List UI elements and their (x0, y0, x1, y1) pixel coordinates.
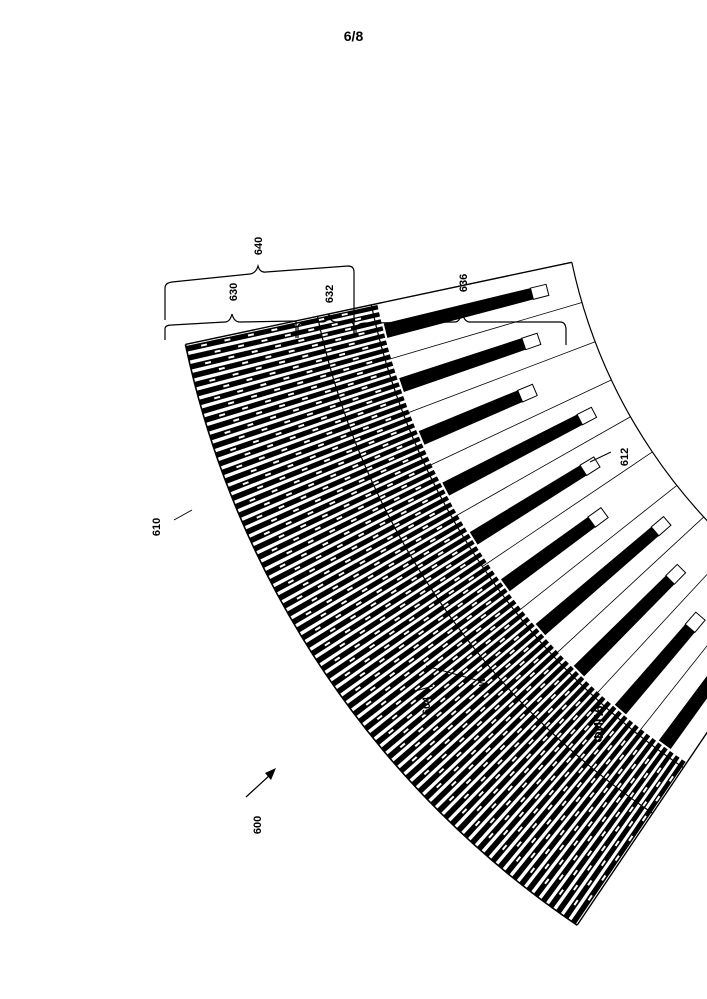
label-612: 612 (619, 448, 631, 466)
label-610: 610 (151, 518, 163, 536)
channel-bar (419, 390, 523, 444)
channel-bar (384, 288, 534, 338)
arrow-600 (246, 768, 276, 797)
figure-caption: ФИГ.6 (591, 705, 606, 742)
channel-bar (399, 338, 526, 392)
label-640: 640 (253, 237, 265, 255)
label-632: 632 (324, 285, 336, 303)
label-w: w (476, 677, 488, 687)
channel-bar (615, 624, 695, 714)
channel-bar (501, 517, 595, 591)
label-630: 630 (228, 283, 240, 301)
label-636: 636 (458, 274, 470, 292)
leader-610 (174, 510, 192, 520)
label-600: 600 (252, 816, 264, 834)
channel-tip (530, 284, 548, 299)
label-604: 604 (421, 696, 433, 715)
channel-tip (522, 333, 541, 349)
